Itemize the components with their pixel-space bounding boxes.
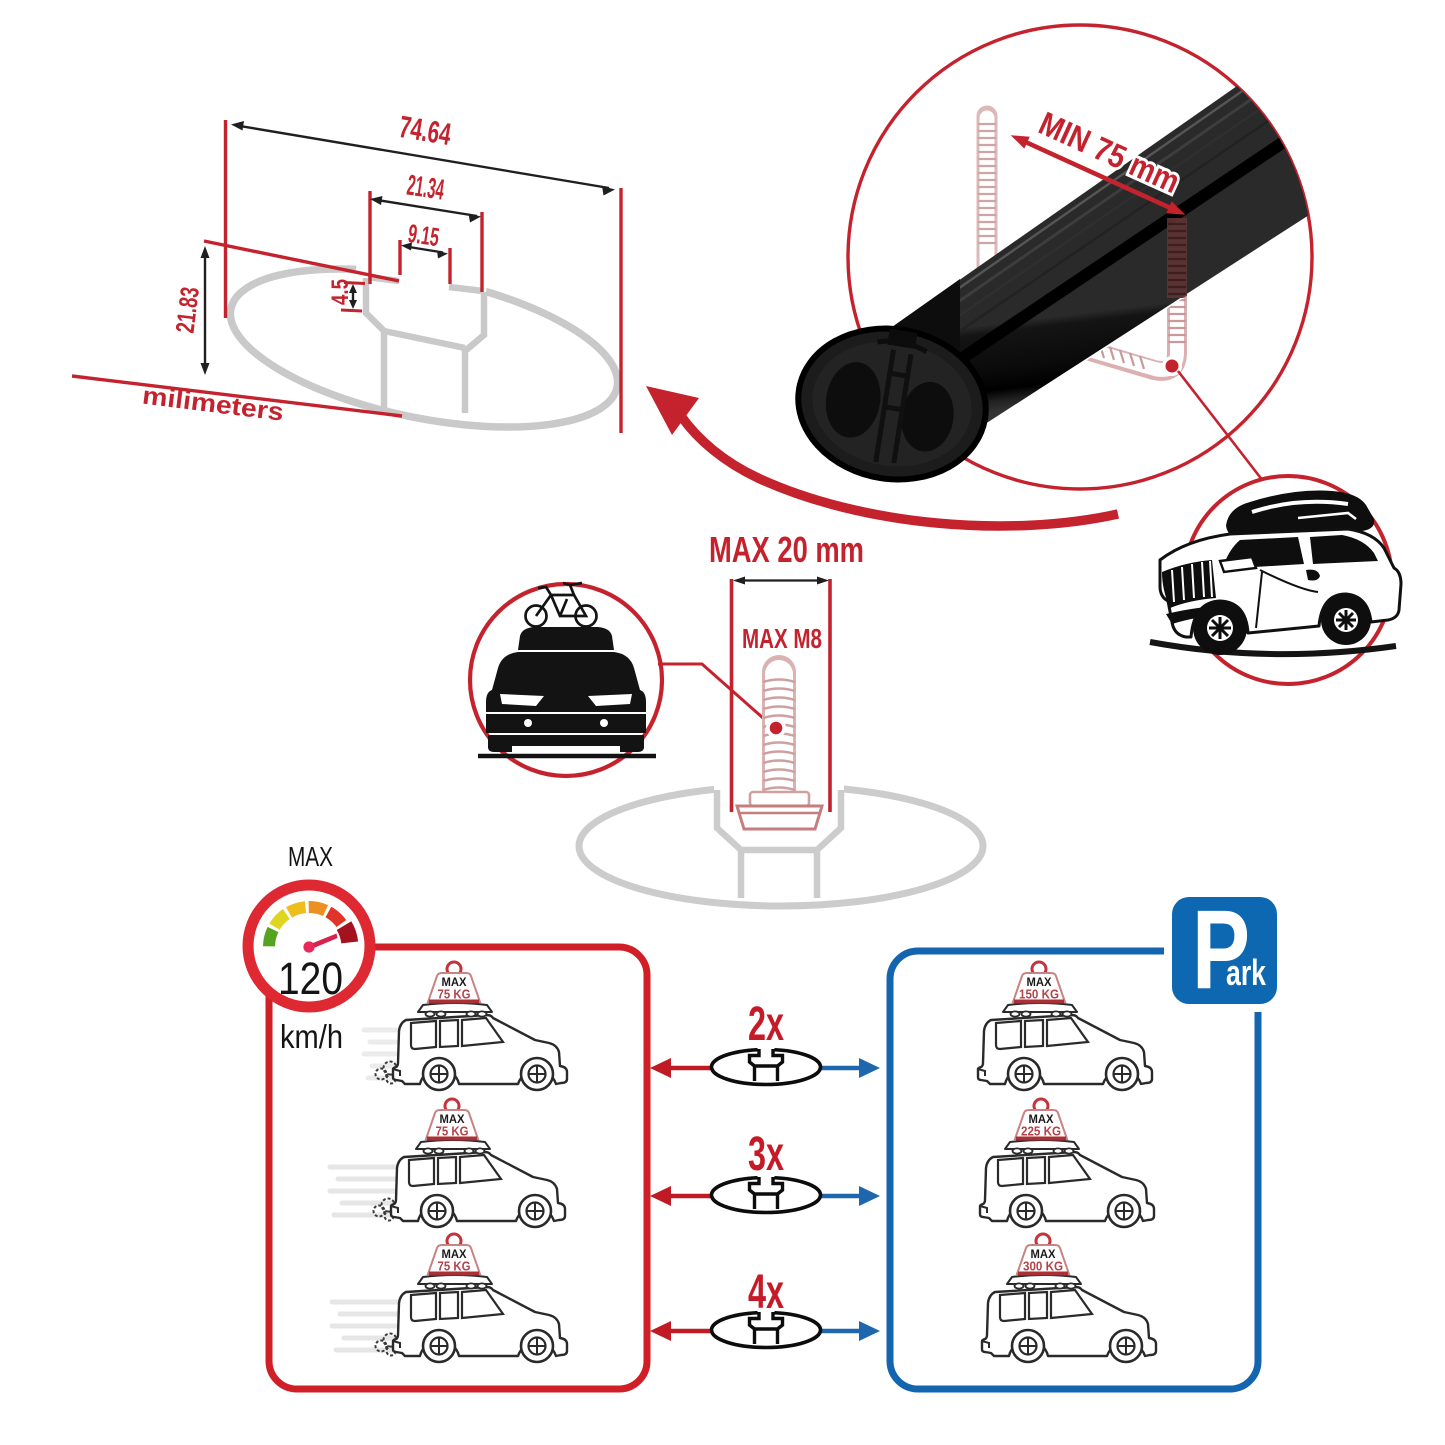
svg-text:9.15: 9.15 [406,218,441,252]
svg-text:MAX: MAX [1029,1114,1054,1126]
svg-text:MAX: MAX [288,841,333,872]
svg-text:ark: ark [1226,952,1267,993]
svg-text:75 KG: 75 KG [436,1124,469,1139]
svg-text:150 KG: 150 KG [1019,987,1059,1002]
svg-text:2x: 2x [748,998,784,1051]
svg-text:300 KG: 300 KG [1023,1259,1063,1274]
svg-text:MAX: MAX [442,1249,467,1261]
svg-text:MAX: MAX [440,1114,465,1126]
svg-text:120: 120 [278,953,343,1004]
svg-text:MAX: MAX [442,977,467,989]
svg-text:21.83: 21.83 [170,285,205,334]
svg-text:km/h: km/h [280,1018,343,1055]
svg-text:MAX: MAX [1031,1249,1056,1261]
svg-text:MAX M8: MAX M8 [742,623,822,654]
svg-text:21.34: 21.34 [405,170,446,207]
svg-text:4.5: 4.5 [327,279,354,305]
svg-text:75 KG: 75 KG [438,987,471,1002]
svg-text:3x: 3x [748,1128,784,1181]
svg-text:P: P [1192,887,1250,1012]
svg-text:74.64: 74.64 [397,109,455,152]
svg-text:75 KG: 75 KG [438,1259,471,1274]
svg-text:MAX: MAX [1027,977,1052,989]
svg-text:MAX 20 mm: MAX 20 mm [709,529,864,570]
svg-text:225 KG: 225 KG [1021,1124,1061,1139]
